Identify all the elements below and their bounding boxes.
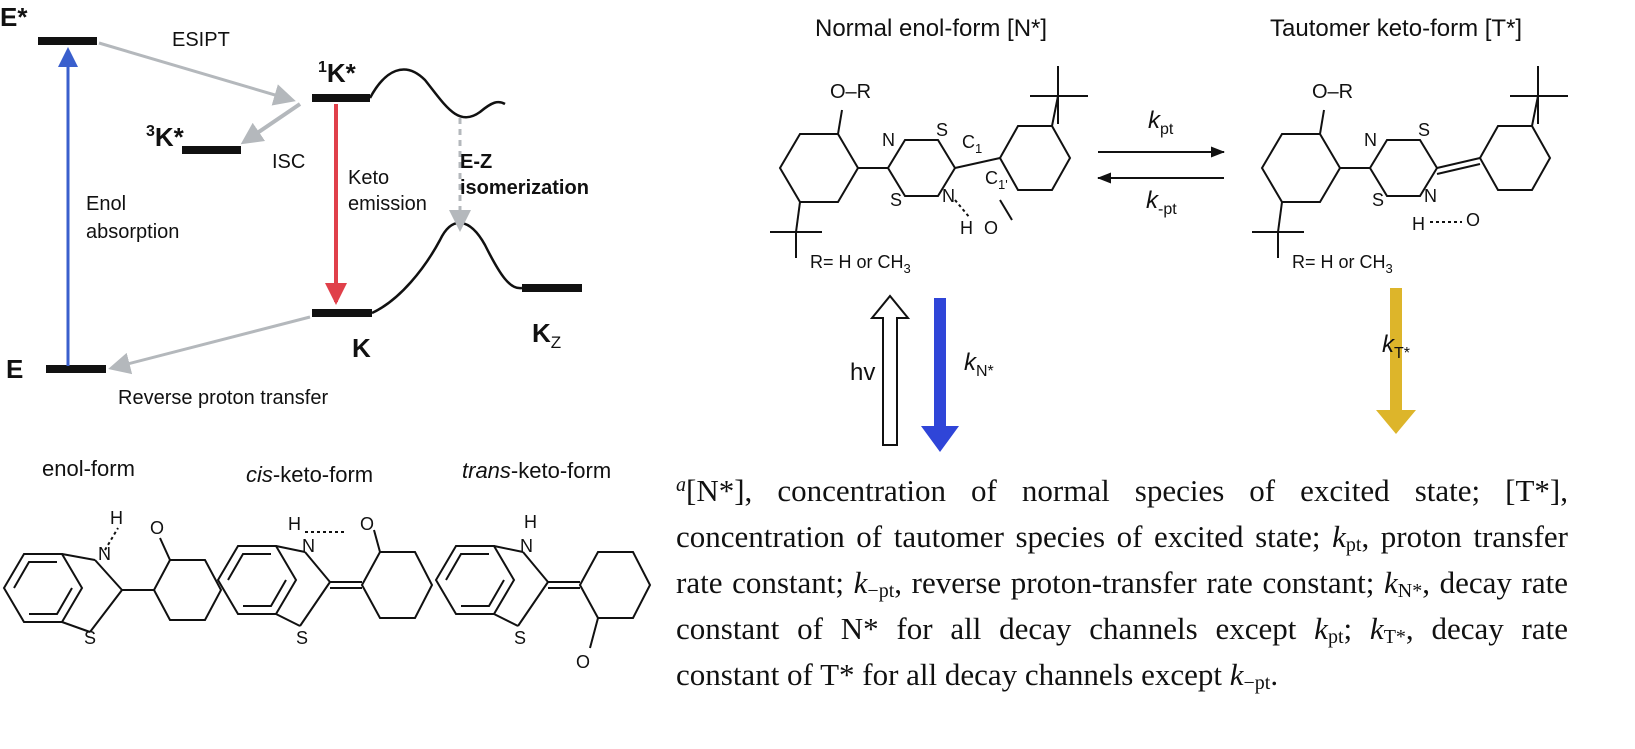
cis-atom-S: S <box>296 628 308 648</box>
reverse-proton-arrow <box>108 315 311 375</box>
tautomer-atom-S1: S <box>1418 120 1430 140</box>
isc-arrow <box>240 102 302 145</box>
label-kT: kT* <box>1382 331 1410 362</box>
label-keto-2: emission <box>348 193 427 215</box>
tautomer-OR: O–R <box>1312 81 1353 103</box>
label-isc: ISC <box>272 151 305 173</box>
normal-OR: O–R <box>830 81 871 103</box>
normal-R-label: R= H or CH3 <box>810 252 911 276</box>
normal-enol-title: Normal enol-form [N*] <box>815 15 1047 42</box>
normal-atom-O: O <box>984 218 998 238</box>
tautomer-atom-O: O <box>1466 210 1480 230</box>
enol-atom-N: N <box>98 544 111 564</box>
label-trans-keto-form: trans-keto-form <box>462 458 611 483</box>
normal-atom-N1: N <box>882 130 895 150</box>
trans-atom-S: S <box>514 628 526 648</box>
tautomer-keto-structure <box>1252 66 1568 258</box>
tautomer-keto-title: Tautomer keto-form [T*] <box>1270 15 1522 42</box>
label-keto-1: Keto <box>348 167 389 189</box>
trans-keto-structure <box>434 545 652 649</box>
normal-atom-S2: S <box>890 190 902 210</box>
label-k-minus-pt: k-pt <box>1146 187 1177 218</box>
ground-state-curve <box>371 221 523 315</box>
label-E: E <box>6 354 23 384</box>
label-1K-star: 1K* <box>318 58 357 88</box>
trans-atom-H: H <box>524 512 537 532</box>
excited-state-curve <box>368 68 506 119</box>
enol-form-structure <box>2 527 223 633</box>
normal-enol-structure <box>770 66 1088 258</box>
normal-C1-prime: C1' <box>985 168 1008 192</box>
enol-atom-H: H <box>110 508 123 528</box>
kN-decay-arrow <box>921 298 959 452</box>
label-3K-star: 3K* <box>146 122 185 152</box>
tautomer-atom-H: H <box>1412 214 1425 234</box>
kT-decay-arrow <box>1376 288 1416 434</box>
label-K: K <box>352 333 371 363</box>
esipt-arrow <box>98 41 296 106</box>
label-enol-1: Enol <box>86 193 126 215</box>
label-reverse-proton: Reverse proton transfer <box>118 387 328 409</box>
label-cis-keto-form: cis-keto-form <box>246 462 373 487</box>
trans-atom-N: N <box>520 536 533 556</box>
normal-atom-N2: N <box>942 186 955 206</box>
cis-atom-O: O <box>360 514 374 534</box>
caption-superscript: a <box>676 474 686 496</box>
label-ez-1: E-Z <box>460 151 492 173</box>
enol-atom-S: S <box>84 628 96 648</box>
label-ez-2: isomerization <box>460 177 589 199</box>
cis-atom-H: H <box>288 514 301 534</box>
footnote-caption: a[N*], concentration of normal species o… <box>676 473 1568 694</box>
label-kpt: kpt <box>1148 107 1174 138</box>
label-kN: kN* <box>964 349 994 380</box>
normal-atom-H: H <box>960 218 973 238</box>
label-E-star: E* <box>0 2 28 32</box>
label-enol-form: enol-form <box>42 456 135 481</box>
tautomer-R-label: R= H or CH3 <box>1292 252 1393 276</box>
enol-atom-O: O <box>150 518 164 538</box>
label-esipt: ESIPT <box>172 29 230 51</box>
tautomer-atom-N1: N <box>1364 130 1377 150</box>
cis-keto-structure <box>216 529 434 627</box>
hv-excitation-arrow <box>869 294 911 446</box>
cis-atom-N: N <box>302 536 315 556</box>
energy-level-diagram: E* E 1K* 3K* K KZ ESIPT ISC Keto emissio… <box>0 2 589 409</box>
normal-atom-S1: S <box>936 120 948 140</box>
normal-C1: C1 <box>962 132 982 156</box>
tautomer-atom-S2: S <box>1372 190 1384 210</box>
tautomer-atom-N2: N <box>1424 186 1437 206</box>
trans-atom-O: O <box>576 652 590 672</box>
label-Kz: KZ <box>532 318 561 352</box>
label-enol-2: absorption <box>86 221 179 243</box>
label-hv: hv <box>850 359 875 386</box>
